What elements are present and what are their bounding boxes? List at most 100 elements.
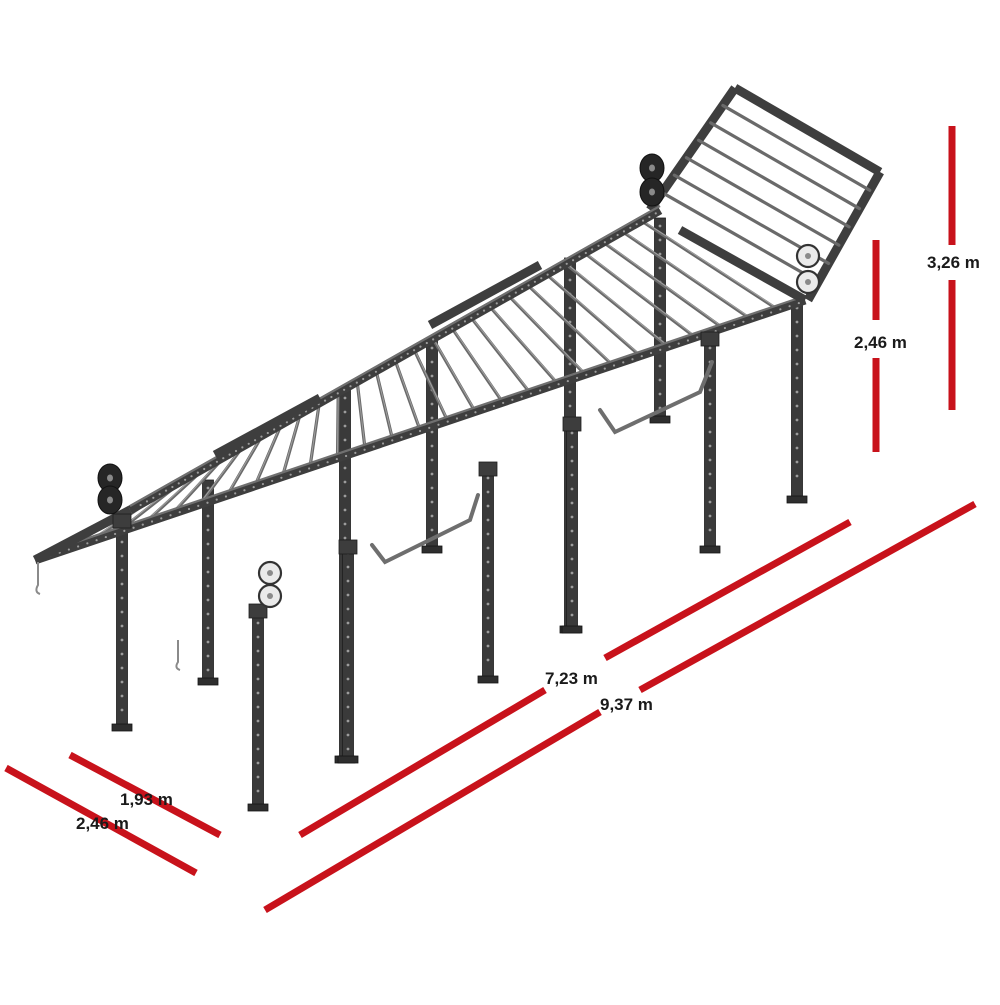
front-beam-hole [677, 342, 680, 345]
back-post-4-hole [430, 374, 434, 378]
back-post-3-hole [343, 466, 347, 470]
front-beam-hole [363, 448, 366, 451]
front-beam-hole [150, 520, 154, 523]
back-post-4-hole [430, 500, 434, 504]
front-post-4-hole [570, 585, 574, 589]
back-beam-hole [622, 230, 626, 233]
back-post-8-hole [795, 362, 799, 366]
rig-accessories [35, 153, 821, 671]
back-beam-hole [355, 381, 358, 384]
weight-plate-top-2-hole [649, 188, 655, 196]
back-beam-hole [177, 482, 180, 485]
back-beam-hole [470, 316, 473, 319]
front-post-3-hole [486, 644, 490, 648]
back-beam-hole [654, 212, 657, 215]
back-post-6-hole [658, 252, 662, 256]
back-post-1-hole [120, 582, 124, 586]
front-post-1-hole [256, 663, 260, 667]
back-beam-hole [412, 349, 416, 352]
back-post-7-hole [708, 528, 712, 532]
label-width-inner: 1,93 m [120, 790, 173, 809]
back-post-5-hole [568, 278, 572, 282]
back-post-4-hole [430, 486, 434, 490]
back-beam-hole [635, 223, 638, 226]
front-post-2-hole [346, 621, 350, 625]
back-post-7-hole [708, 416, 712, 420]
front-beam-hole [197, 504, 200, 507]
back-beam-hole [374, 370, 378, 373]
front-post-1-hole [256, 705, 260, 709]
front-beam-hole [67, 548, 70, 551]
front-beam-hole [797, 301, 800, 305]
length-total-bar-upper [638, 500, 977, 694]
front-beam-hole [502, 401, 505, 405]
front-beam-hole [132, 526, 135, 529]
dimension-labels: 3,26 m 2,46 m 7,23 m 9,37 m 1,93 m 2,46 … [76, 253, 980, 833]
front-beam-hole [668, 345, 671, 348]
back-post-7-hole [708, 486, 712, 490]
top-rung-6 [198, 444, 246, 506]
front-post-1-hole [256, 747, 260, 751]
back-post-6-hole [658, 266, 662, 270]
back-beam-hole [406, 352, 409, 355]
top-rung-19 [488, 304, 560, 386]
top-rung-highlight-26 [621, 229, 751, 319]
back-beam-hole [292, 417, 295, 420]
front-post-4-hole [570, 445, 574, 449]
back-post-4-hole [430, 528, 434, 532]
front-post-1-hole [256, 719, 260, 723]
back-beam-hole [273, 428, 276, 431]
back-beam-hole [641, 219, 645, 222]
top-rung-7 [225, 433, 265, 497]
front-beam-hole [234, 492, 237, 495]
back-beam-hole [184, 478, 187, 481]
back-post-6-hole [658, 378, 662, 382]
back-post-2-hole [206, 570, 210, 574]
back-post-5-hole [568, 404, 572, 408]
front-beam-hole [169, 514, 172, 517]
front-beam-hole [612, 364, 616, 367]
top-rung-highlight-22 [545, 272, 641, 356]
top-rung-24 [582, 251, 697, 339]
front-post-2-hole [346, 663, 350, 667]
front-beam-hole [224, 495, 228, 498]
back-post-2-hole [206, 514, 210, 518]
front-beam-hole [123, 529, 126, 532]
front-post-4-hole [570, 571, 574, 575]
top-rung-highlight-18 [470, 315, 531, 393]
top-rung-23 [563, 261, 670, 349]
label-length-inner: 7,23 m [545, 669, 598, 688]
back-post-1-hole [120, 610, 124, 614]
back-beam-hole [463, 320, 467, 323]
front-beam-hole [437, 423, 440, 426]
top-rung-highlight-9 [282, 412, 301, 476]
front-post-2-hole [346, 691, 350, 695]
right-end-beam [677, 226, 808, 304]
chain-plate-right-2-hole [805, 279, 811, 285]
back-post-2-hole [206, 486, 210, 490]
front-post-2-hole [346, 593, 350, 597]
back-post-3-hole [343, 410, 347, 414]
front-beam-hole [779, 308, 782, 311]
back-beam-hole [432, 338, 435, 341]
front-beam-hole [760, 314, 763, 317]
front-post-2-hole [346, 705, 350, 709]
front-beam-hole [686, 339, 690, 342]
back-beam-hole [164, 489, 168, 492]
back-beam-hole [451, 327, 454, 330]
top-rung-highlight-11 [337, 390, 339, 458]
back-post-4-hole [430, 416, 434, 420]
back-post-2-foot [197, 677, 219, 686]
front-beam-hole [539, 389, 542, 392]
front-post-4-hole [570, 431, 574, 435]
chain-plate-right-1-hole [805, 253, 811, 259]
back-beam-hole [266, 431, 269, 435]
back-post-4-hole [430, 346, 434, 350]
pullup-bar-1 [370, 493, 480, 565]
back-beam-hole [323, 399, 327, 402]
back-beam-hole [349, 385, 352, 388]
back-beam-hole [521, 287, 524, 291]
back-post-1-hole [120, 596, 124, 600]
front-beam-hole [252, 486, 255, 489]
